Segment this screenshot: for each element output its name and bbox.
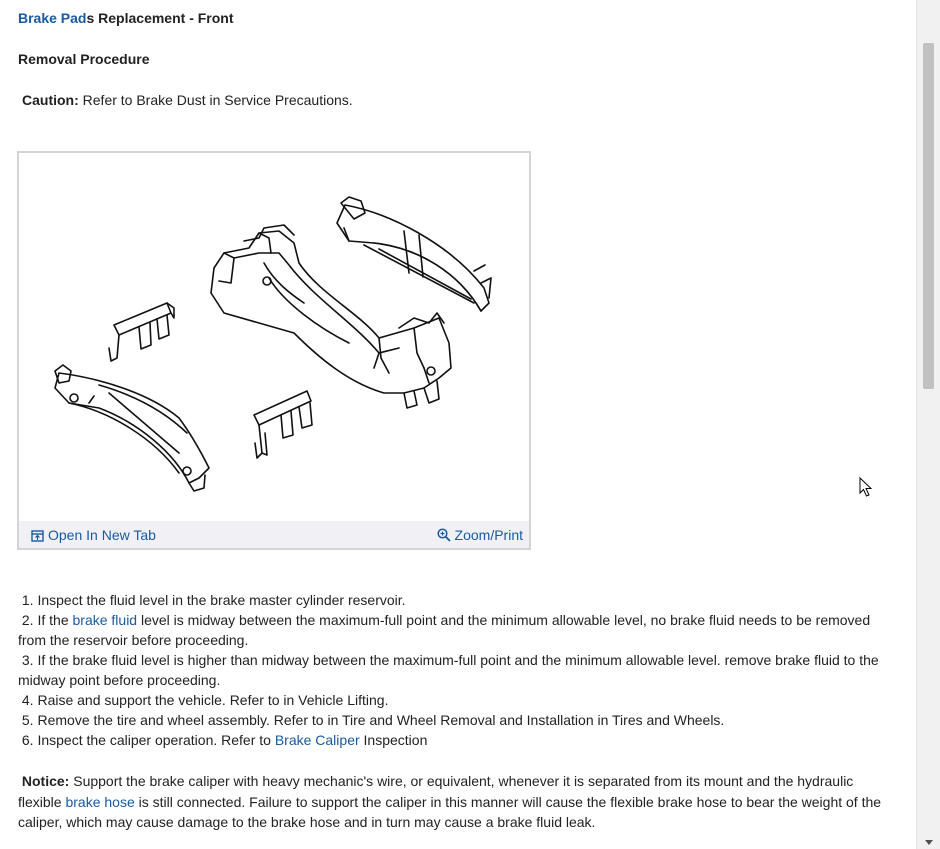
- caution-note: Caution: Refer to Brake Dust in Service …: [22, 92, 353, 108]
- caution-text: Refer to Brake Dust in Service Precautio…: [78, 92, 353, 108]
- brake-caliper-link[interactable]: Brake Caliper: [274, 732, 360, 748]
- page-title: Brake Pads Replacement - Front: [18, 10, 234, 26]
- title-rest: s Replacement - Front: [86, 10, 234, 26]
- zoom-print-label: Zoom/Print: [454, 527, 523, 543]
- mouse-cursor-icon: [859, 477, 873, 497]
- step-item: 5. Remove the tire and wheel assembly. R…: [21, 712, 725, 728]
- scroll-down-arrow-icon[interactable]: [925, 840, 933, 845]
- brake-pad-illustration: [54, 196, 492, 492]
- document-content: Brake Pads Replacement - Front Removal P…: [17, 10, 898, 830]
- procedure-steps: 1. Inspect the fluid level in the brake …: [18, 590, 898, 750]
- zoom-print-link[interactable]: Zoom/Print: [436, 527, 523, 543]
- step-item: 4. Raise and support the vehicle. Refer …: [21, 692, 389, 708]
- open-in-new-tab-label: Open In New Tab: [48, 527, 156, 543]
- notice-note: Notice: Support the brake caliper with h…: [18, 773, 882, 830]
- step-item: 2. If the brake fluid level is midway be…: [18, 612, 871, 648]
- step-item: 6. Inspect the caliper operation. Refer …: [21, 732, 428, 748]
- open-in-new-tab-link[interactable]: Open In New Tab: [31, 527, 156, 543]
- step-item: 1. Inspect the fluid level in the brake …: [21, 592, 406, 608]
- brake-pad-figure: Open In New Tab Zoom/Print: [17, 151, 531, 550]
- brake-fluid-link[interactable]: brake fluid: [72, 612, 138, 628]
- step-item: 3. If the brake fluid level is higher th…: [18, 652, 879, 688]
- caution-label: Caution:: [22, 92, 79, 108]
- procedure-heading: Removal Procedure: [18, 51, 150, 67]
- scrollbar-thumb[interactable]: [923, 43, 934, 389]
- brake-hose-link[interactable]: brake hose: [65, 793, 135, 810]
- vertical-scrollbar[interactable]: [916, 0, 940, 849]
- open-new-tab-icon: [31, 530, 44, 542]
- notice-label: Notice:: [21, 773, 70, 789]
- figure-toolbar: Open In New Tab Zoom/Print: [19, 521, 529, 548]
- title-link-brake-pad[interactable]: Brake Pad: [18, 10, 87, 26]
- zoom-icon: [436, 528, 451, 542]
